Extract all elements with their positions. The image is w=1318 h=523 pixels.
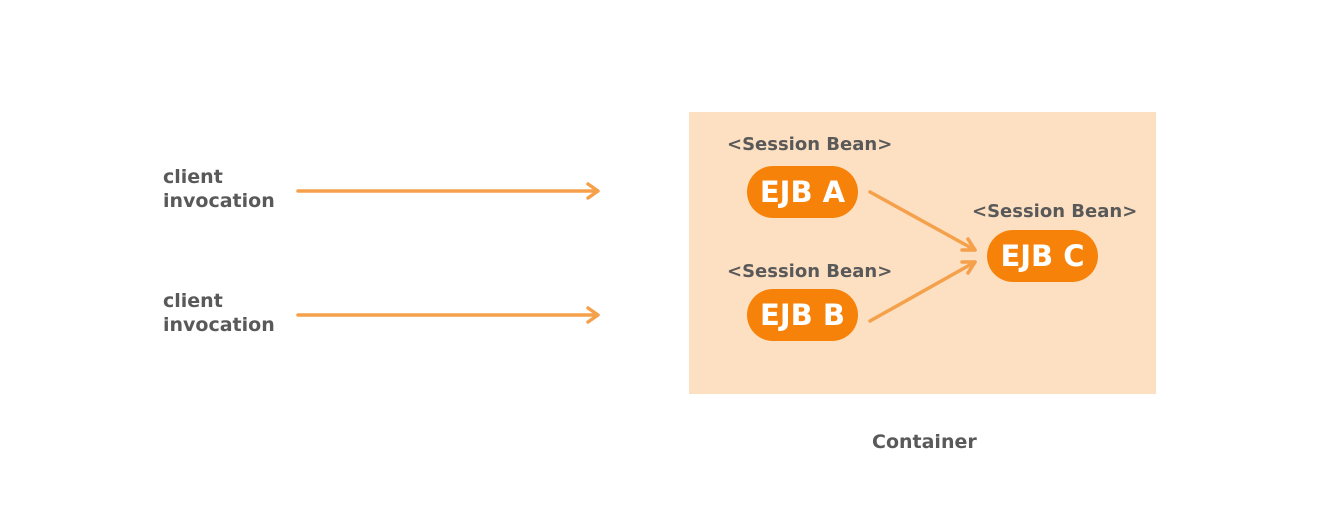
- client-2-arrow: [296, 306, 600, 324]
- container-label: Container: [872, 431, 977, 453]
- ejb-b-stereotype: <Session Bean>: [727, 261, 893, 282]
- ejb-b-node: EJB B: [747, 289, 858, 341]
- ejb-c-stereotype: <Session Bean>: [972, 201, 1138, 222]
- ejb-a-stereotype: <Session Bean>: [727, 134, 893, 155]
- client-invocation-label-1: client invocation: [163, 165, 303, 213]
- client-2-line1: client: [163, 290, 223, 312]
- client-invocation-label-2: client invocation: [163, 289, 303, 337]
- client-1-arrow: [296, 182, 600, 200]
- client-1-line1: client: [163, 166, 223, 188]
- client-2-line2: invocation: [163, 314, 275, 336]
- ejb-c-node: EJB C: [987, 230, 1098, 282]
- client-1-line2: invocation: [163, 190, 275, 212]
- ejb-a-node: EJB A: [747, 166, 858, 218]
